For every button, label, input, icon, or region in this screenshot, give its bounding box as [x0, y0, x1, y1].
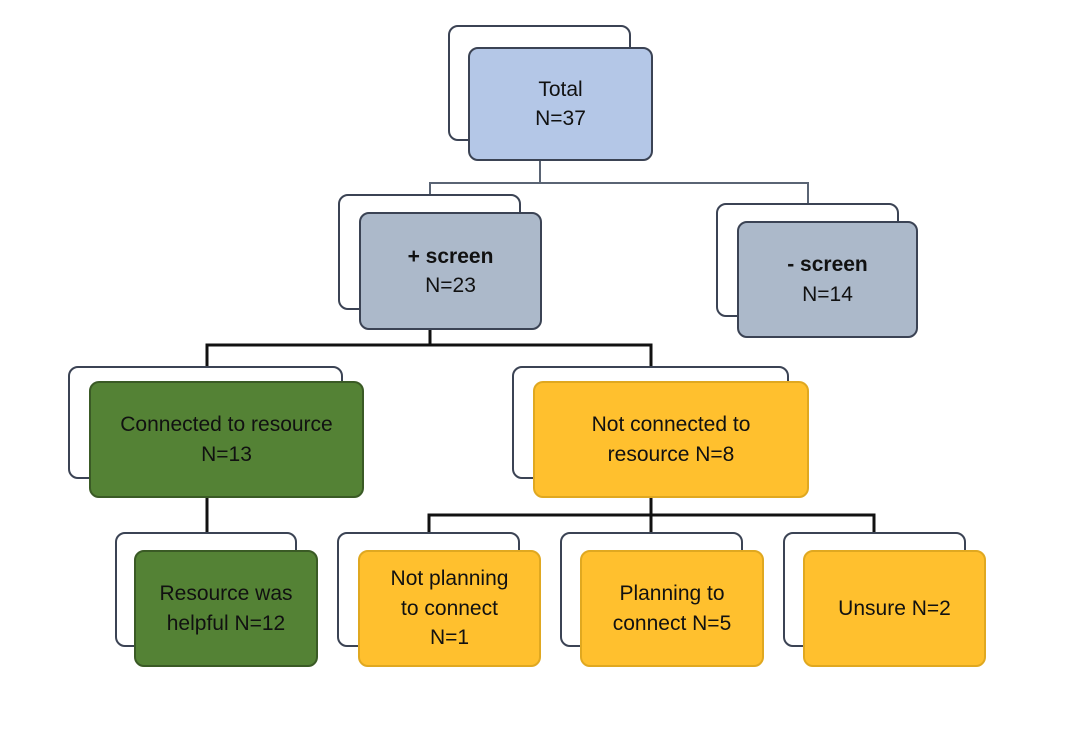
not-planning-node: Not planning to connect N=1 [358, 550, 541, 667]
total-node-count: N=37 [535, 107, 586, 130]
not-connected-node-label: Not connected to [591, 413, 751, 437]
minus-screen-node-label: - screen [787, 253, 868, 277]
plus-screen-node-label: + screen [407, 244, 494, 268]
planning-node-label: Planning to [619, 582, 725, 606]
connector-plus-screen-children [205, 330, 432, 380]
plus-screen-node-count: N=23 [425, 274, 476, 297]
plus-screen-node: + screen N=23 [359, 212, 542, 330]
connected-node-label: Connected to resource [120, 413, 333, 437]
minus-screen-node-count: N=14 [802, 282, 853, 306]
unsure-node-label: Unsure N=2 [838, 596, 951, 620]
helpful-node: Resource was helpful N=12 [134, 550, 318, 667]
unsure-node: Unsure N=2 [803, 550, 986, 667]
not-planning-node-label: Not planning [390, 567, 509, 591]
planning-node-count: connect N=5 [612, 611, 732, 635]
not-connected-node-count: resource N=8 [607, 442, 735, 466]
not-planning-node-count: N=1 [429, 626, 470, 650]
minus-screen-node: - screen N=14 [737, 221, 918, 338]
not-planning-node-label-2: to connect [401, 596, 498, 620]
not-connected-node: Not connected to resource N=8 [533, 381, 809, 498]
helpful-node-count: helpful N=12 [166, 611, 286, 635]
planning-node: Planning to connect N=5 [580, 550, 764, 667]
helpful-node-label: Resource was [159, 582, 293, 606]
connected-node-count: N=13 [201, 442, 252, 466]
total-node-label: Total [538, 77, 583, 101]
total-node: Total N=37 [468, 47, 653, 161]
connected-node: Connected to resource N=13 [89, 381, 364, 498]
